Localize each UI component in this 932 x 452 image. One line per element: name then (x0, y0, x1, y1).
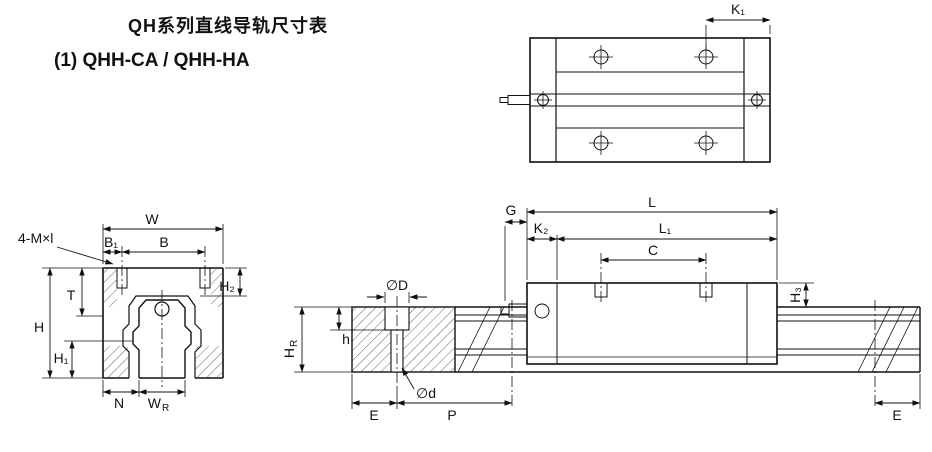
mounting-hole-icon (534, 45, 766, 155)
front-view-cross-section: W B₁ B 4-M×l (18, 211, 247, 414)
screw-hole-icon (199, 267, 211, 289)
dim-label-h1: H₁ (54, 350, 69, 366)
dim-label-e-right: E (892, 407, 901, 423)
dim-label-h-small: h (342, 331, 350, 347)
dim-label-e-left: E (369, 407, 378, 423)
page-title: QH系列直线导轨尺寸表 (128, 16, 328, 36)
dim-label-b1: B₁ (104, 234, 118, 250)
top-view-block: K₁ (499, 1, 771, 163)
rail-side (454, 306, 921, 373)
svg-text:H: H (281, 348, 297, 358)
dim-label-screw-spec: 4-M×l (18, 230, 53, 246)
side-view: H R h ∅D ∅d (281, 194, 921, 423)
svg-text:R: R (289, 340, 300, 347)
dim-label-b: B (159, 234, 168, 250)
carriage-side (500, 253, 778, 365)
dim-label-h2: H₂ (219, 278, 235, 294)
dim-label-hr: H R (281, 340, 300, 358)
dim-label-l: L (648, 194, 656, 210)
section-heading: (1) QHH-CA / QHH-HA (54, 50, 250, 71)
grease-nipple-tip-icon (500, 306, 510, 315)
svg-text:H₃: H₃ (787, 287, 803, 303)
rail-section (351, 296, 456, 386)
dim-label-k2: K₂ (534, 220, 549, 236)
svg-text:W: W (148, 395, 162, 411)
dim-label-t: T (67, 287, 76, 303)
svg-text:R: R (162, 403, 169, 414)
dim-label-l1: L₁ (659, 220, 672, 236)
grease-nipple-icon (499, 95, 531, 105)
section-hatching (104, 269, 222, 377)
grease-port-icon (534, 303, 550, 319)
dim-label-n: N (114, 395, 124, 411)
dim-label-dia-d: ∅d (416, 385, 436, 401)
dim-label-h: H (34, 319, 44, 335)
dim-label-p: P (447, 407, 456, 423)
dim-label-wr: W R (148, 395, 169, 414)
dim-label-w: W (145, 211, 159, 227)
dim-label-k1: K₁ (731, 1, 745, 17)
dim-label-c: C (648, 242, 658, 258)
dim-label-h3: H₃ (787, 287, 803, 303)
dim-label-dia-D: ∅D (386, 277, 408, 293)
rail-profile (132, 290, 192, 387)
dim-label-g: G (506, 202, 517, 218)
